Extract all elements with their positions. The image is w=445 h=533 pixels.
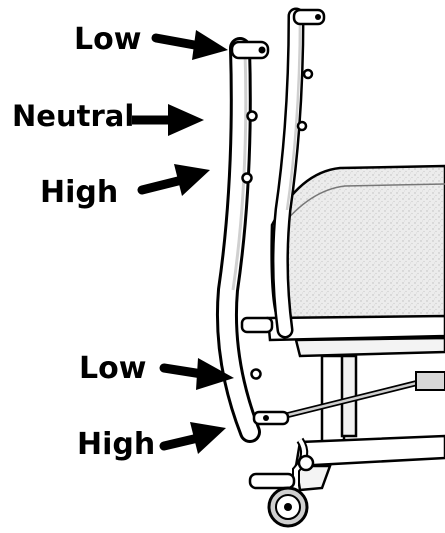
rail-front <box>215 37 290 443</box>
arrow-low-top <box>151 30 228 60</box>
caster-wheel <box>248 437 315 528</box>
actuator-rod <box>275 371 445 421</box>
label-neutral: Neutral <box>12 99 135 133</box>
arrow-neutral <box>132 104 204 136</box>
rail-back <box>271 7 326 339</box>
label-low-bottom: Low <box>79 351 147 386</box>
label-high-bottom: High <box>77 427 156 462</box>
arrow-low-bottom <box>159 358 234 390</box>
arrow-high-top <box>137 164 210 196</box>
arrow-high-bottom <box>159 422 226 454</box>
mattress <box>270 164 445 322</box>
bed-frame <box>266 314 445 492</box>
label-low-top: Low <box>74 22 142 57</box>
label-high-top: High <box>40 175 119 210</box>
